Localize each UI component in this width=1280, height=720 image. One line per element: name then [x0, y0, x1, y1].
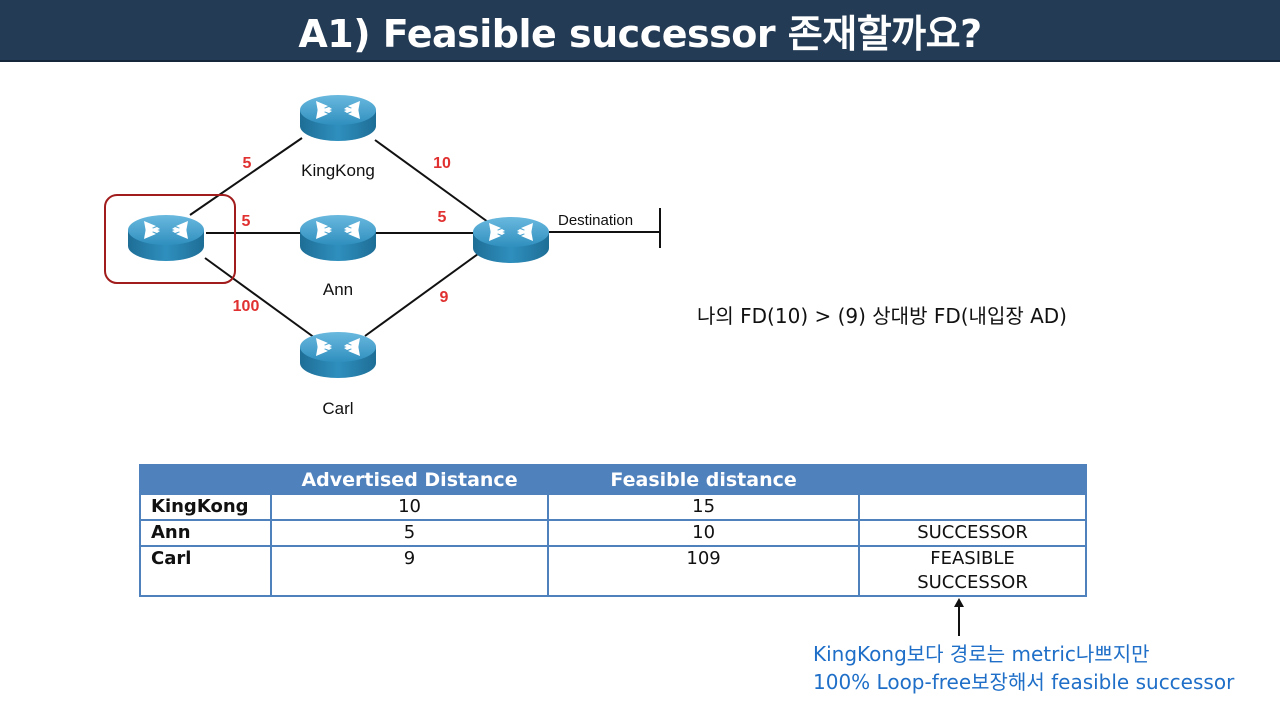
table-row: Ann 5 10 SUCCESSOR	[139, 519, 1087, 547]
link-local-kingkong	[189, 137, 303, 216]
row-ad: 9	[269, 545, 550, 597]
table-row: Carl 9 109 FEASIBLE SUCCESSOR	[139, 545, 1087, 597]
slide-title: A1) Feasible successor 존재할까요?	[298, 11, 982, 56]
distance-table: Advertised Distance Feasible distance Ki…	[139, 464, 1087, 597]
row-ad: 10	[269, 493, 550, 521]
fd-comparison-text: 나의 FD(10) > (9) 상대방 FD(내입장 AD)	[697, 304, 1067, 328]
link-carl-dest	[364, 253, 479, 337]
table-header-ad: Advertised Distance	[269, 464, 550, 495]
cost-kingkong-dest: 10	[433, 155, 451, 172]
title-bar: A1) Feasible successor 존재할까요?	[0, 0, 1280, 62]
link-local-carl	[204, 257, 316, 339]
row-fd: 15	[547, 493, 861, 521]
row-status: FEASIBLE SUCCESSOR	[858, 545, 1087, 597]
table-header-status	[858, 464, 1087, 495]
cost-local-carl: 100	[233, 298, 260, 315]
router-carl-icon	[300, 332, 376, 378]
cost-local-kingkong: 5	[243, 155, 252, 172]
router-destination-icon	[473, 217, 549, 263]
row-fd: 109	[547, 545, 861, 597]
router-label-kingkong: KingKong	[301, 161, 375, 180]
destination-label: Destination	[558, 212, 633, 229]
cost-carl-dest: 9	[440, 289, 449, 306]
row-fd: 10	[547, 519, 861, 547]
local-router-highlight	[104, 194, 236, 284]
row-ad: 5	[269, 519, 550, 547]
router-ann-icon	[300, 215, 376, 261]
row-name: KingKong	[139, 493, 272, 521]
cost-ann-dest: 5	[438, 209, 447, 226]
router-local-icon	[128, 215, 204, 261]
cost-local-ann: 5	[242, 213, 251, 230]
annotation-note: KingKong보다 경로는 metric나쁘지만 100% Loop-free…	[813, 640, 1234, 696]
note-line-2: 100% Loop-free보장해서 feasible successor	[813, 670, 1235, 694]
link-kingkong-dest	[374, 139, 489, 223]
note-line-1: KingKong보다 경로는 metric나쁘지만	[813, 642, 1150, 666]
table-header-name	[139, 464, 272, 495]
table-row: KingKong 10 15	[139, 493, 1087, 521]
router-label-ann: Ann	[323, 280, 353, 299]
table-header-fd: Feasible distance	[547, 464, 861, 495]
table-header-row: Advertised Distance Feasible distance	[139, 464, 1087, 495]
router-kingkong-icon	[300, 95, 376, 141]
router-label-carl: Carl	[322, 399, 353, 418]
row-status: SUCCESSOR	[858, 519, 1087, 547]
row-name: Ann	[139, 519, 272, 547]
row-name: Carl	[139, 545, 272, 597]
network-diagram: KingKong Ann Carl Destination 5 10 5 5 1…	[104, 95, 661, 418]
row-status	[858, 493, 1087, 521]
up-arrow-icon	[954, 598, 964, 636]
